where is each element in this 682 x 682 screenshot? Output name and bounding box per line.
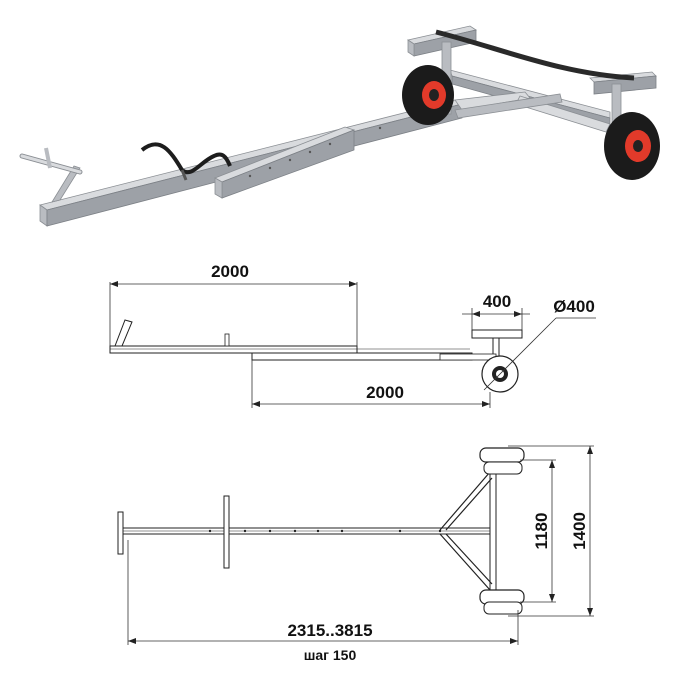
strut-left bbox=[454, 91, 531, 111]
dim-inner-width bbox=[520, 459, 556, 603]
label-total-length: 2315..3815 bbox=[287, 621, 372, 640]
plan-hoop bbox=[223, 495, 230, 569]
side-view-drawing: 2000 400 Ø400 2000 bbox=[109, 262, 596, 663]
top-view-drawing: 2315..3815 шаг 150 1180 1400 bbox=[117, 445, 594, 663]
bunk-strap bbox=[435, 29, 635, 81]
bunk-left-end bbox=[407, 39, 415, 57]
side-beam-rear bbox=[109, 345, 358, 354]
label-wheel-diameter: Ø400 bbox=[553, 297, 595, 316]
side-beam-front bbox=[251, 352, 473, 361]
label-step: шаг 150 bbox=[304, 647, 357, 663]
side-bunk bbox=[471, 329, 523, 339]
beam-holes bbox=[248, 126, 382, 178]
side-small-post bbox=[224, 333, 230, 347]
dim-wheel-diameter bbox=[483, 317, 596, 391]
handle-post bbox=[51, 165, 81, 203]
label-inner-width: 1180 bbox=[532, 513, 551, 550]
dim-total-length bbox=[127, 540, 519, 645]
dim-top-length bbox=[109, 281, 358, 350]
wheel-right bbox=[604, 112, 660, 180]
side-handle-post bbox=[114, 319, 133, 347]
plan-wheel-bottom bbox=[479, 589, 525, 615]
plan-holes bbox=[208, 529, 442, 533]
trailer-3d-illustration bbox=[19, 25, 660, 227]
front-arm bbox=[454, 93, 563, 119]
plan-strut-lower bbox=[439, 533, 491, 591]
plan-handle bbox=[117, 511, 124, 555]
dim-outer-width bbox=[508, 445, 594, 617]
sleeve-end bbox=[214, 177, 223, 199]
plan-wheel-top bbox=[479, 447, 525, 475]
plan-strut-upper bbox=[439, 471, 491, 531]
main-beam-top bbox=[39, 99, 464, 211]
label-outer-width: 1400 bbox=[570, 512, 589, 550]
wheel-left bbox=[402, 65, 454, 125]
label-top-length: 2000 bbox=[211, 262, 249, 281]
bunk-right-front bbox=[593, 75, 657, 95]
label-wheel-width: 400 bbox=[483, 292, 511, 311]
dim-wheel-width bbox=[462, 308, 530, 330]
dim-bottom-length bbox=[251, 360, 491, 408]
label-bottom-length: 2000 bbox=[366, 383, 404, 402]
support-hoop bbox=[140, 142, 232, 175]
